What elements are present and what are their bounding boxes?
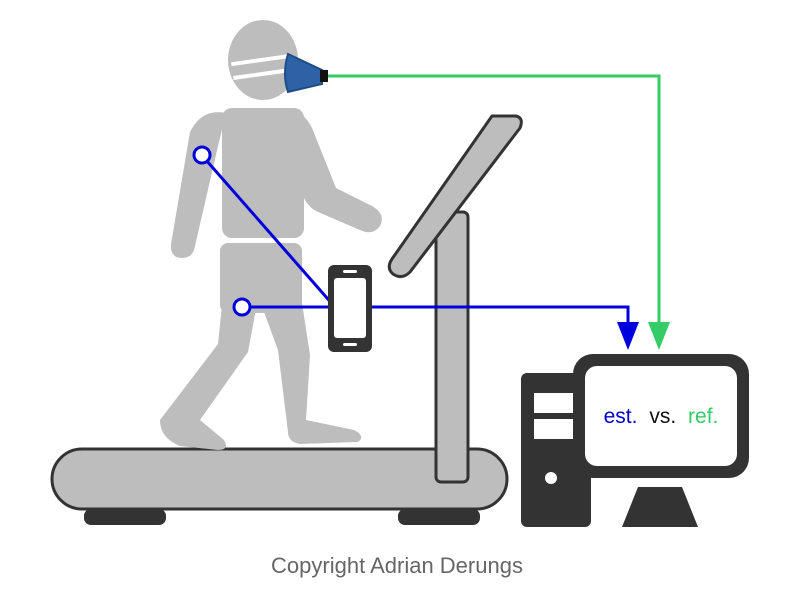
estimate-arrowhead <box>617 322 639 350</box>
gas-mask-icon <box>284 52 328 94</box>
screen-label-est: est. <box>604 405 638 428</box>
power-button <box>545 472 557 484</box>
person-torso <box>222 108 304 238</box>
treadmill-post <box>434 210 470 484</box>
reference-arrowhead <box>648 322 670 350</box>
monitor-screen <box>585 366 737 466</box>
sensor-hip <box>232 297 252 317</box>
person-front-arm <box>284 112 382 233</box>
svg-text:est. vs. ref.: est. vs. ref. <box>604 405 719 428</box>
treadmill-handle <box>387 114 523 279</box>
desktop-computer-icon: est. vs. ref. <box>521 354 749 527</box>
treadmill-foot-right <box>398 509 480 525</box>
mask-body <box>284 52 323 94</box>
drive-bay-1 <box>534 393 579 413</box>
treadmill-foot-left <box>84 509 166 525</box>
screen-label-ref: ref. <box>688 405 718 428</box>
person-front-leg <box>256 290 362 444</box>
person-back-arm <box>170 112 226 258</box>
person-back-leg <box>160 286 258 450</box>
treadmill-icon <box>50 114 523 525</box>
person-silhouette-icon <box>160 20 382 450</box>
mask-valve <box>320 70 328 82</box>
smartphone-icon <box>328 265 372 352</box>
screen-label-vs: vs. <box>649 405 676 428</box>
monitor-stand <box>622 487 698 527</box>
drive-bay-2 <box>534 419 579 439</box>
treadmill-deck <box>50 447 509 511</box>
copyright-caption: Copyright Adrian Derungs <box>271 553 523 578</box>
sensor-shoulder <box>192 145 212 165</box>
estimate-connection <box>192 145 630 326</box>
reference-connection <box>328 74 670 350</box>
